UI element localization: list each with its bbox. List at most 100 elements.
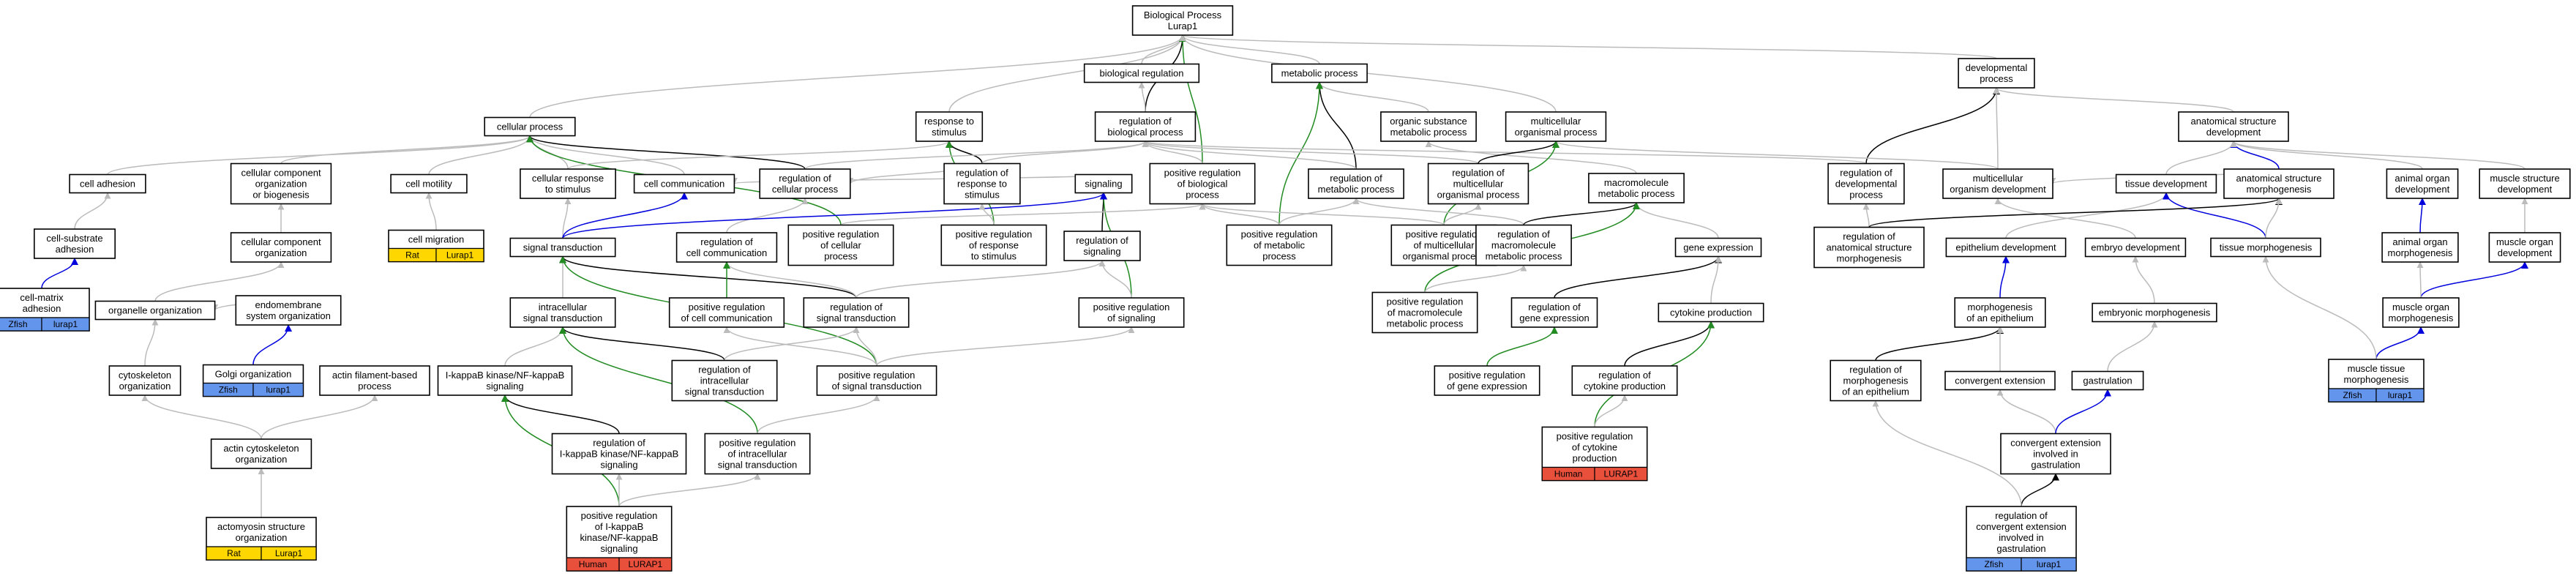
node-embmorph[interactable]: embryonic morphogenesis — [2092, 302, 2217, 323]
node-gastr[interactable]: gastrulation — [2071, 370, 2144, 391]
node-label-line: regulation of — [1598, 370, 1651, 381]
node-label-line: stimulus — [965, 190, 1000, 201]
node-regikb[interactable]: regulation ofI-kappaB kinase/NF-kappaBsi… — [551, 433, 687, 475]
node-geneexp[interactable]: gene expression — [1674, 237, 1762, 258]
node-box — [1510, 297, 1598, 328]
node-label-line: production — [1573, 453, 1617, 464]
node-box — [1475, 224, 1572, 266]
node-cellmot[interactable]: cell motility — [390, 173, 468, 194]
node-tissuedev[interactable]: tissue development — [2115, 173, 2217, 194]
node-sigtrans[interactable]: signal transduction — [509, 237, 616, 258]
node-label-line: convergent extension — [2010, 438, 2101, 449]
edge-regcellcomm-to-regcell — [726, 198, 809, 233]
node-breg[interactable]: biological regulation — [1083, 63, 1200, 83]
node-celladh[interactable]: cell adhesion — [69, 173, 146, 194]
node-label-line: macromolecule — [1604, 177, 1669, 188]
node-tissmorph[interactable]: tissue morphogenesis — [2210, 237, 2321, 258]
node-box — [1149, 162, 1256, 205]
node-box — [2386, 168, 2459, 199]
node-box — [1827, 162, 1905, 205]
species-tag — [252, 382, 304, 397]
node-label-line: embryonic morphogenesis — [2099, 307, 2211, 318]
node-box — [1078, 297, 1185, 328]
node-label-line: of intracellular — [728, 449, 788, 460]
node-cytprod[interactable]: cytokine production — [1658, 302, 1764, 323]
edge-regmacro-to-macro — [1523, 202, 1640, 225]
node-cellproc[interactable]: cellular process — [484, 116, 576, 137]
edge-regmetab-to-regbp — [1142, 141, 1357, 170]
node-box — [1944, 370, 2056, 391]
node-signaling[interactable]: signaling — [1074, 173, 1133, 194]
node-metab[interactable]: metabolic process — [1271, 63, 1368, 83]
node-cellcomm[interactable]: cell communication — [633, 173, 735, 194]
node-box — [520, 168, 616, 199]
node-convext[interactable]: convergent extension — [1944, 370, 2056, 391]
node-embdev[interactable]: embryo development — [2084, 237, 2187, 258]
node-organorg[interactable]: organelle organization — [94, 300, 216, 321]
node-epidev[interactable]: epithelium development — [1945, 237, 2067, 258]
node-label-line: process — [1186, 190, 1219, 201]
node-label-line: stimulus — [932, 127, 967, 138]
